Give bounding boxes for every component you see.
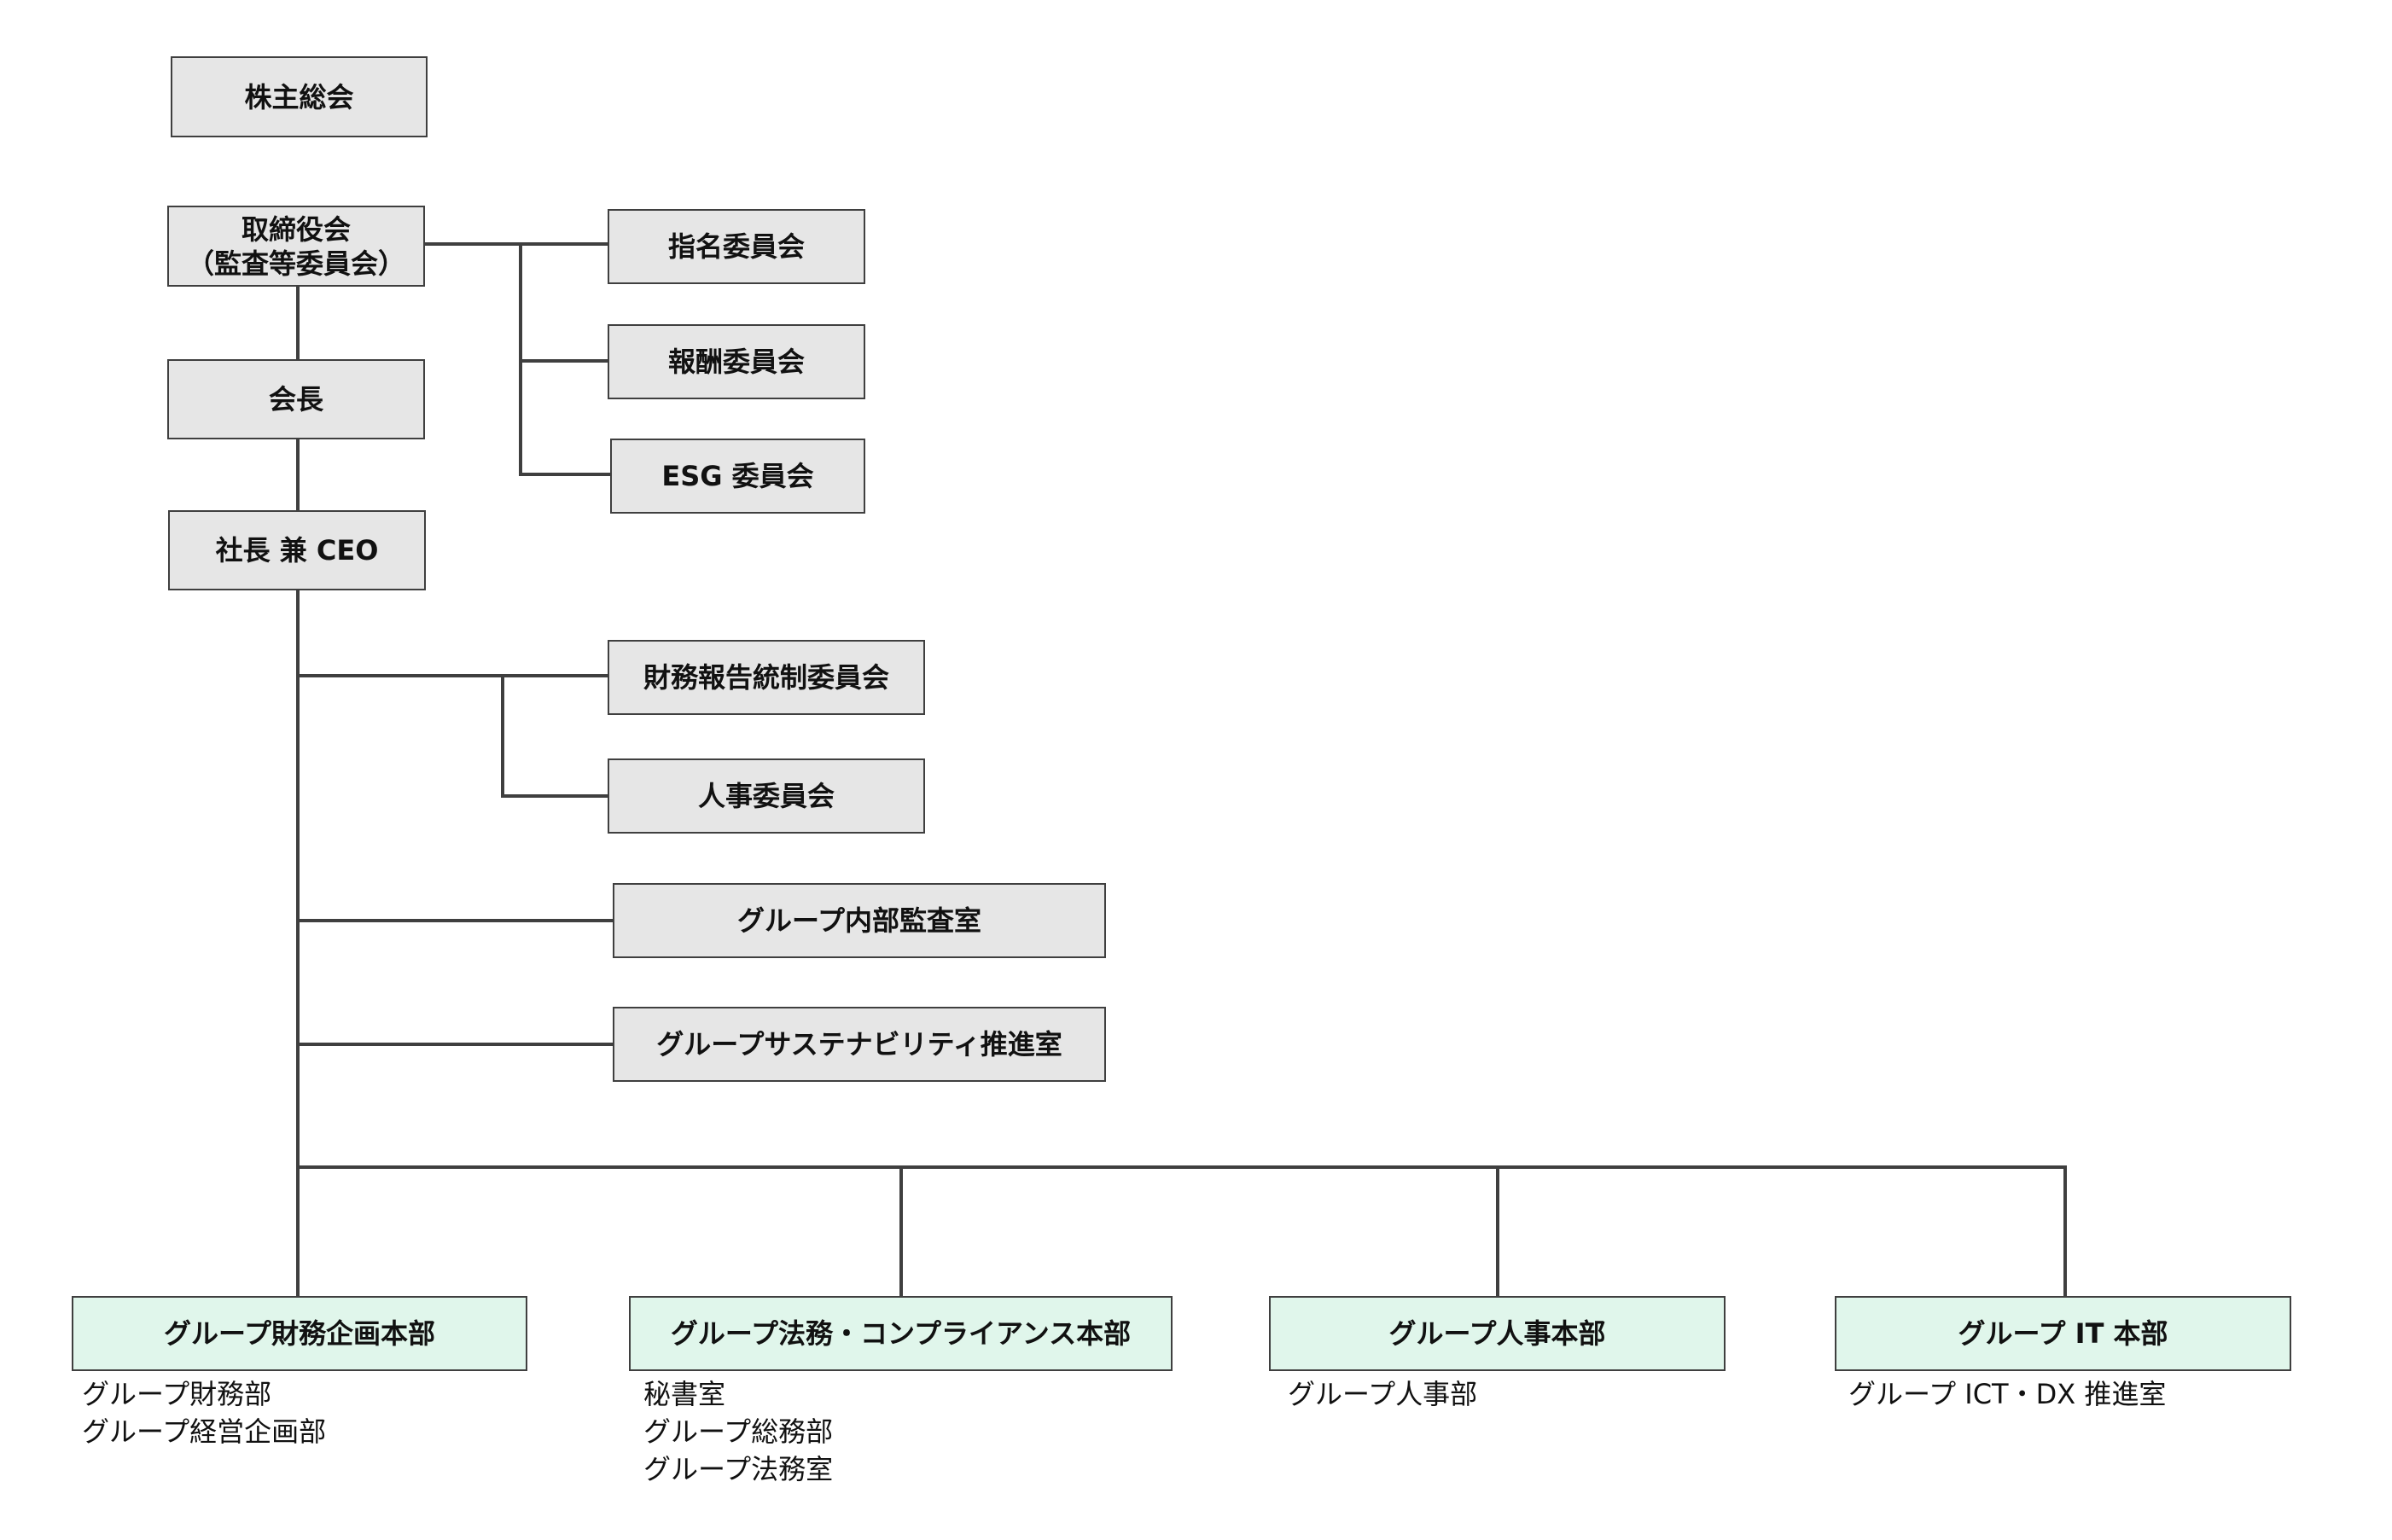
committee-nomination-node: 指名委員会 bbox=[608, 209, 865, 284]
committee-financial-reporting-node: 財務報告統制委員会 bbox=[608, 640, 925, 715]
committee-financial-reporting-label: 財務報告統制委員会 bbox=[643, 661, 889, 694]
committee-compensation-label: 報酬委員会 bbox=[667, 346, 805, 378]
shareholders-meeting-label: 株主総会 bbox=[244, 80, 354, 113]
board-of-directors-node: 取締役会 （監査等委員会） bbox=[167, 206, 425, 287]
president-ceo-node: 社長 兼 CEO bbox=[168, 510, 426, 590]
division-legal-compliance-label: グループ法務・コンプライアンス本部 bbox=[670, 1317, 1132, 1350]
office-internal-audit-label: グループ内部監査室 bbox=[736, 904, 982, 937]
committee-esg-label: ESG 委員会 bbox=[661, 460, 814, 492]
division-it-label: グループ IT 本部 bbox=[1958, 1317, 2168, 1350]
division-hr-label: グループ人事本部 bbox=[1388, 1317, 1606, 1350]
division-finance-planning-units: グループ財務部 グループ経営企画部 bbox=[82, 1375, 326, 1450]
office-sustainability-node: グループサステナビリティ推進室 bbox=[613, 1007, 1106, 1082]
division-finance-planning-label: グループ財務企画本部 bbox=[163, 1317, 436, 1350]
unit-label: 秘書室 bbox=[643, 1378, 726, 1410]
division-it-units: グループ ICT・DX 推進室 bbox=[1848, 1375, 2166, 1413]
office-internal-audit-node: グループ内部監査室 bbox=[613, 883, 1106, 958]
office-sustainability-label: グループサステナビリティ推進室 bbox=[656, 1028, 1062, 1061]
committee-hr-label: 人事委員会 bbox=[697, 780, 835, 812]
committee-hr-node: 人事委員会 bbox=[608, 758, 925, 834]
chairman-label: 会長 bbox=[268, 383, 323, 416]
shareholders-meeting-node: 株主総会 bbox=[171, 56, 428, 137]
division-it-node: グループ IT 本部 bbox=[1835, 1296, 2291, 1371]
board-label: 取締役会 bbox=[241, 212, 351, 246]
board-sublabel: （監査等委員会） bbox=[186, 247, 405, 280]
unit-label: グループ経営企画部 bbox=[82, 1415, 327, 1448]
division-hr-node: グループ人事本部 bbox=[1269, 1296, 1726, 1371]
unit-label: グループ人事部 bbox=[1288, 1378, 1478, 1410]
committee-compensation-node: 報酬委員会 bbox=[608, 324, 865, 399]
unit-label: グループ総務部 bbox=[643, 1415, 834, 1448]
unit-label: グループ法務室 bbox=[643, 1453, 834, 1485]
division-legal-compliance-node: グループ法務・コンプライアンス本部 bbox=[629, 1296, 1173, 1371]
committee-esg-node: ESG 委員会 bbox=[610, 439, 865, 514]
unit-label: グループ財務部 bbox=[82, 1378, 272, 1410]
division-finance-planning-node: グループ財務企画本部 bbox=[72, 1296, 527, 1371]
president-ceo-label: 社長 兼 CEO bbox=[215, 534, 379, 567]
division-hr-units: グループ人事部 bbox=[1288, 1375, 1477, 1413]
division-legal-compliance-units: 秘書室 グループ総務部 グループ法務室 bbox=[643, 1375, 833, 1488]
unit-label: グループ ICT・DX 推進室 bbox=[1848, 1378, 2167, 1410]
chairman-node: 会長 bbox=[167, 359, 425, 439]
committee-nomination-label: 指名委員会 bbox=[667, 230, 805, 263]
